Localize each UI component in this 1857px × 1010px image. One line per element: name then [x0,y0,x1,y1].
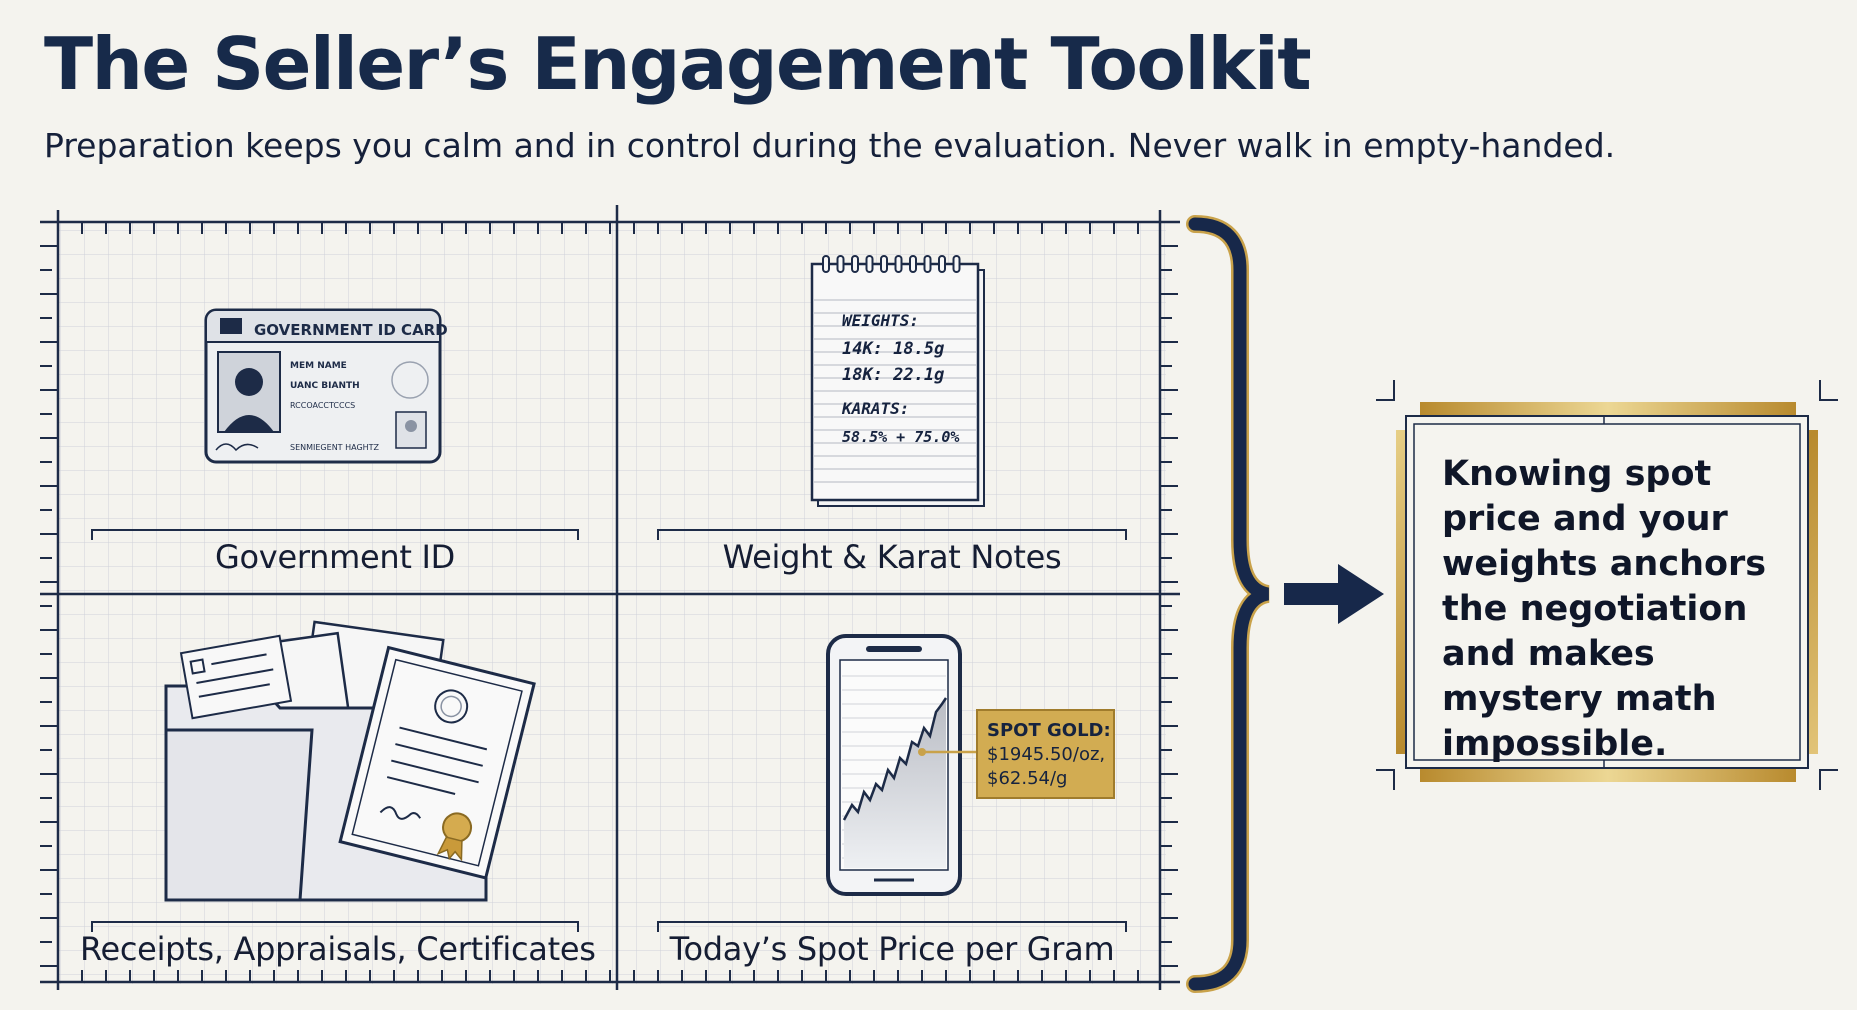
notepad-line-1: WEIGHTS: [842,311,919,330]
documents-folder-icon [164,620,536,902]
page-subtitle: Preparation keeps you calm and in contro… [44,126,1616,165]
spot-tag-line-2: $1945.50/oz, [987,744,1105,765]
id-card-line-1: MEM NAME [290,361,347,371]
page-title: The Seller’s Engagement Toolkit [44,22,1312,106]
cell-label-government-id: Government ID [215,538,455,576]
cell-label-weight-karat-notes: Weight & Karat Notes [722,538,1062,576]
spot-tag-line-3: $62.54/g [987,768,1067,789]
id-card-header: GOVERNMENT ID CARD [254,321,448,339]
id-card-line-2: UANC BIANTH [290,381,360,391]
spot-tag-line-1: SPOT GOLD: [987,720,1111,741]
notepad-line-4: KARATS: [841,399,909,418]
spot-gold-tag: SPOT GOLD: $1945.50/oz, $62.54/g [976,709,1115,799]
id-card-icon: GOVERNMENT ID CARD MEM NAME UANC BIANTH … [204,308,448,464]
notepad-line-5: 58.5% + 75.0% [842,428,959,446]
smartphone-chart-icon [826,634,978,896]
curly-brace [1186,215,1271,993]
notepad-line-3: 18K: 22.1g [842,365,944,385]
arrow-right-icon [1284,564,1384,624]
summary-text: Knowing spot price and your weights anch… [1442,454,1767,764]
cell-label-receipts-appraisals: Receipts, Appraisals, Certificates [80,930,596,968]
notepad-line-2: 14K: 18.5g [842,339,944,359]
notepad-icon: WEIGHTS: 14K: 18.5g 18K: 22.1g KARATS: 5… [810,255,985,507]
id-card-line-4: SENMIEGENT HAGHTZ [290,443,380,452]
cell-label-spot-price: Today’s Spot Price per Gram [669,930,1115,968]
summary-frame [1376,380,1838,790]
id-card-line-3: RCCOACCTCCCS [290,401,355,410]
